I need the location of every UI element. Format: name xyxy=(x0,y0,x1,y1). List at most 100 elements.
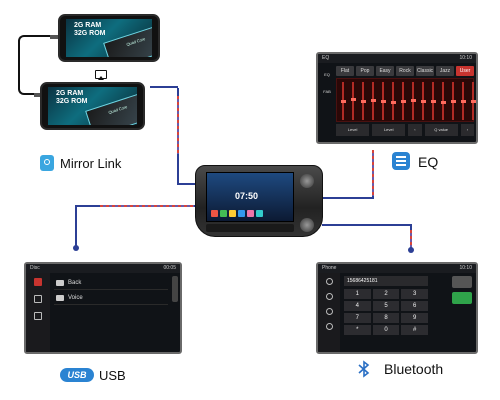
eq-band-knob[interactable] xyxy=(380,100,386,103)
key-5[interactable]: 5 xyxy=(372,301,400,311)
phone-bottom-ram: 2G RAM xyxy=(56,90,84,97)
bt-call-button[interactable] xyxy=(452,292,472,304)
connector-line-mirror-join xyxy=(177,183,196,185)
bt-contacts-icon[interactable] xyxy=(325,293,333,300)
connector-line-mirror-red xyxy=(177,96,179,154)
bluetooth-icon xyxy=(356,360,372,378)
key-hash[interactable]: # xyxy=(401,325,428,335)
app-icon-5[interactable] xyxy=(247,210,254,217)
head-unit-time: 07:50 xyxy=(235,191,259,201)
eq-band-knob[interactable] xyxy=(440,101,446,105)
eq-band-knob[interactable] xyxy=(390,100,396,104)
eq-band-knob[interactable] xyxy=(360,100,366,103)
bt-dial-icon[interactable] xyxy=(325,278,333,285)
key-1[interactable]: 1 xyxy=(344,289,371,299)
eq-title: EQ xyxy=(322,55,330,61)
eq-tab-flat[interactable]: Flat xyxy=(336,66,354,76)
eq-band-knob[interactable] xyxy=(410,98,416,102)
usb-picture-icon[interactable] xyxy=(34,312,42,320)
phone-top: 2G RAM 32G ROM Quad Core xyxy=(58,14,160,62)
bt-settings-icon[interactable] xyxy=(325,323,333,330)
phone-bottom: 2G RAM 32G ROM Quad Core xyxy=(40,82,145,130)
bt-backspace-button[interactable] xyxy=(452,276,472,288)
eq-icon xyxy=(392,152,410,170)
eq-band-knob[interactable] xyxy=(340,100,346,103)
volume-knob[interactable] xyxy=(300,174,314,188)
connector-line-mirror-top xyxy=(150,86,178,88)
usb-scrollbar[interactable] xyxy=(172,276,178,302)
eq-band-knob[interactable] xyxy=(420,100,426,103)
connector-line-usb xyxy=(75,205,77,249)
bt-sidebar xyxy=(318,273,340,352)
eq-band-knob[interactable] xyxy=(370,99,376,103)
app-icon-1[interactable] xyxy=(211,210,218,217)
tune-knob[interactable] xyxy=(300,218,314,232)
eq-q-value[interactable]: Q value xyxy=(424,124,458,136)
eq-band-knob[interactable] xyxy=(430,100,436,103)
bt-number-field[interactable]: 15686425181 xyxy=(344,276,428,286)
phone-top-rom: 32G ROM xyxy=(74,30,106,37)
head-unit-buttons[interactable] xyxy=(206,224,294,232)
usb-row-voice[interactable]: Voice xyxy=(54,291,168,305)
bt-history-icon[interactable] xyxy=(325,308,333,315)
eq-next-button[interactable]: › xyxy=(460,124,474,136)
usb-sidebar xyxy=(26,273,50,352)
bluetooth-label: Bluetooth xyxy=(384,361,444,377)
folder-icon xyxy=(56,280,64,286)
eq-tab-pop[interactable]: Pop xyxy=(356,66,374,76)
usb-label: USB xyxy=(99,368,126,383)
phone-top-screen: 2G RAM 32G ROM Quad Core xyxy=(66,19,152,57)
eq-tab-jazz[interactable]: Jazz xyxy=(436,66,454,76)
key-7[interactable]: 7 xyxy=(344,313,371,323)
usb-music-icon[interactable] xyxy=(34,278,42,286)
eq-tab-user[interactable]: User xyxy=(456,66,474,76)
key-4[interactable]: 4 xyxy=(344,301,371,311)
eq-tab-rock[interactable]: Rock xyxy=(396,66,414,76)
eq-label: EQ xyxy=(418,154,439,170)
connector-dot-usb xyxy=(73,245,79,251)
eq-time: 10:10 xyxy=(459,55,472,61)
eq-prev-button[interactable]: ‹ xyxy=(408,124,422,136)
app-icon-4[interactable] xyxy=(238,210,245,217)
eq-tab-easy[interactable]: Easy xyxy=(376,66,394,76)
app-icon-2[interactable] xyxy=(220,210,227,217)
eq-bottom-controls: Level Level ‹ Q value › xyxy=(336,124,474,136)
cable-connector-top xyxy=(50,35,58,39)
eq-band-knob[interactable] xyxy=(400,100,406,103)
eq-slider-area[interactable] xyxy=(336,78,476,122)
head-unit: 07:50 xyxy=(195,165,323,237)
usb-statusbar: Disc 00:05 xyxy=(26,264,180,273)
connector-dot-bt xyxy=(408,247,414,253)
bluetooth-window: Phone 10:10 15686425181 1 2 3 4 5 6 7 8 … xyxy=(316,262,478,354)
folder-icon xyxy=(56,295,64,301)
mirror-link-label: Mirror Link xyxy=(60,156,122,171)
connector-line-eq-join xyxy=(322,197,374,199)
eq-band-knob[interactable] xyxy=(470,100,476,103)
usb-video-icon[interactable] xyxy=(34,295,42,303)
key-3[interactable]: 3 xyxy=(401,289,428,299)
phone-bottom-rom: 32G ROM xyxy=(56,98,88,105)
eq-band-slider[interactable] xyxy=(442,82,444,120)
key-star[interactable]: * xyxy=(344,325,371,335)
eq-level-1[interactable]: Level xyxy=(336,124,370,136)
eq-level-2[interactable]: Level xyxy=(372,124,406,136)
eq-window: EQ 10:10 EQ FAB Flat Pop Easy Rock Class… xyxy=(316,52,478,144)
cable-connector-bottom xyxy=(34,93,42,97)
eq-side-fab[interactable]: FAB xyxy=(323,89,331,94)
eq-sidebar: EQ FAB xyxy=(320,66,334,94)
usb-row-back[interactable]: Back xyxy=(54,276,168,290)
eq-tab-classic[interactable]: Classic xyxy=(416,66,434,76)
key-2[interactable]: 2 xyxy=(372,289,400,299)
app-icon-6[interactable] xyxy=(256,210,263,217)
key-8[interactable]: 8 xyxy=(372,313,400,323)
key-9[interactable]: 9 xyxy=(401,313,428,323)
app-icon-3[interactable] xyxy=(229,210,236,217)
eq-band-knob[interactable] xyxy=(350,98,356,102)
key-6[interactable]: 6 xyxy=(401,301,428,311)
usb-logo-icon: USB xyxy=(60,368,94,382)
eq-band-knob[interactable] xyxy=(460,99,466,103)
eq-side-eq[interactable]: EQ xyxy=(324,72,330,77)
key-0[interactable]: 0 xyxy=(372,325,400,335)
eq-band-knob[interactable] xyxy=(450,100,456,103)
airplay-icon-triangle xyxy=(98,76,104,80)
